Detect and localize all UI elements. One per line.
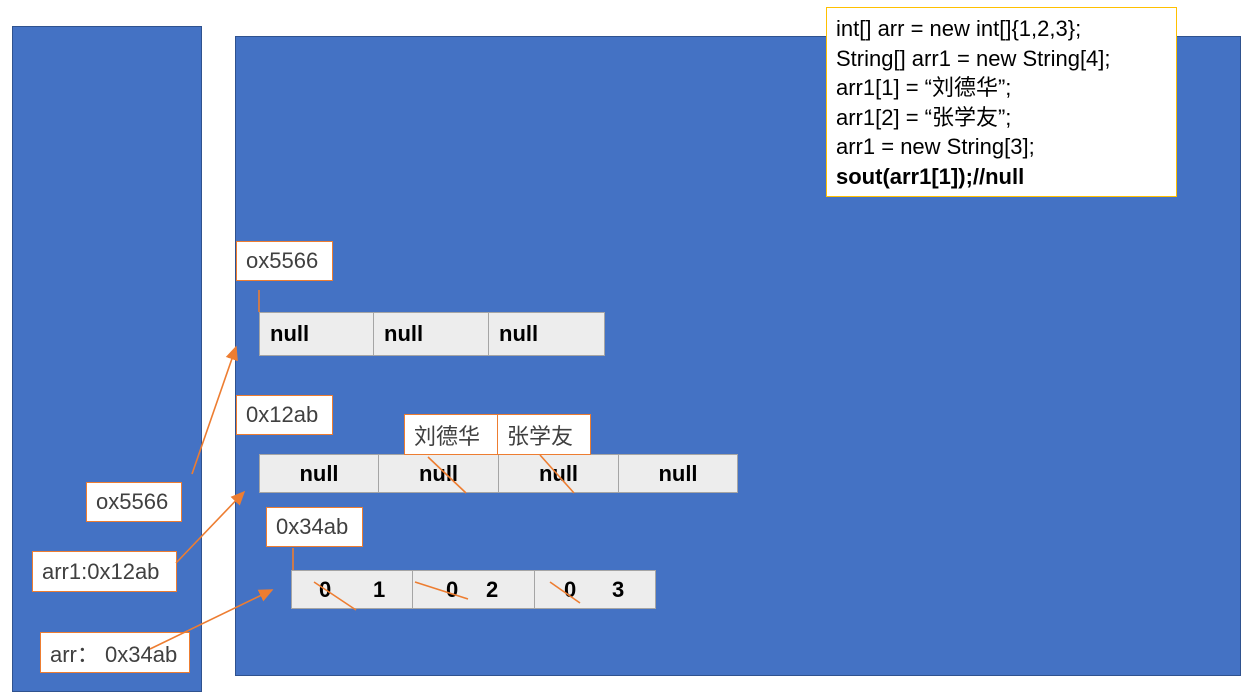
string-array-old: null null null null (259, 454, 738, 493)
code-line: arr1[2] = “张学友”; (836, 104, 1012, 130)
stack-variable-arr: arr： 0x34ab (40, 632, 190, 673)
cell-old-value: 0 (564, 576, 577, 602)
code-line: arr1 = new String[3]; (836, 134, 1035, 159)
cell-value: null (270, 321, 310, 346)
heap-address-0x12ab: 0x12ab (236, 395, 333, 435)
cell-value: null (384, 321, 424, 346)
string-array-new: null null null (259, 312, 605, 356)
heap-address-0x34ab: 0x34ab (266, 507, 363, 547)
array-cell: 0 3 (535, 570, 656, 609)
array-cell: null (259, 454, 379, 493)
heap-address-ox5566: ox5566 (236, 241, 333, 281)
code-line: int[] arr = new int[]{1,2,3}; (836, 16, 1082, 41)
cell-new-value: 3 (612, 576, 625, 602)
cell-old-value: 0 (446, 576, 459, 602)
cell-new-value: 2 (486, 576, 499, 602)
array-cell: null (619, 454, 738, 493)
assigned-value-zhangxueyou: 张学友 (497, 414, 591, 455)
assigned-value-liudehua: 刘德华 (404, 414, 498, 455)
code-line: String[] arr1 = new String[4]; (836, 45, 1111, 71)
cell-value: null (658, 460, 698, 486)
stack-variable-arr1: arr1:0x12ab (32, 551, 177, 592)
cell-value: null (418, 460, 459, 486)
array-cell: null (379, 454, 499, 493)
array-cell: null (374, 312, 489, 356)
code-box: int[] arr = new int[]{1,2,3}; String[] a… (826, 7, 1177, 197)
cell-value: null (538, 460, 579, 486)
cell-old-value: 0 (319, 576, 332, 602)
code-line: arr1[1] = “刘德华”; (836, 75, 1012, 100)
array-cell: null (489, 312, 605, 356)
int-array: 0 1 0 2 0 3 (291, 570, 656, 609)
code-line-output: sout(arr1[1]);//null (836, 163, 1025, 189)
array-cell: 0 2 (413, 570, 535, 609)
array-cell: null (259, 312, 374, 356)
stack-variable-arr1-new: ox5566 (86, 482, 182, 522)
cell-value: null (299, 460, 339, 486)
array-cell: 0 1 (291, 570, 413, 609)
stack-panel (12, 26, 202, 692)
cell-value: null (499, 321, 539, 346)
cell-new-value: 1 (373, 576, 386, 602)
array-cell: null (499, 454, 619, 493)
